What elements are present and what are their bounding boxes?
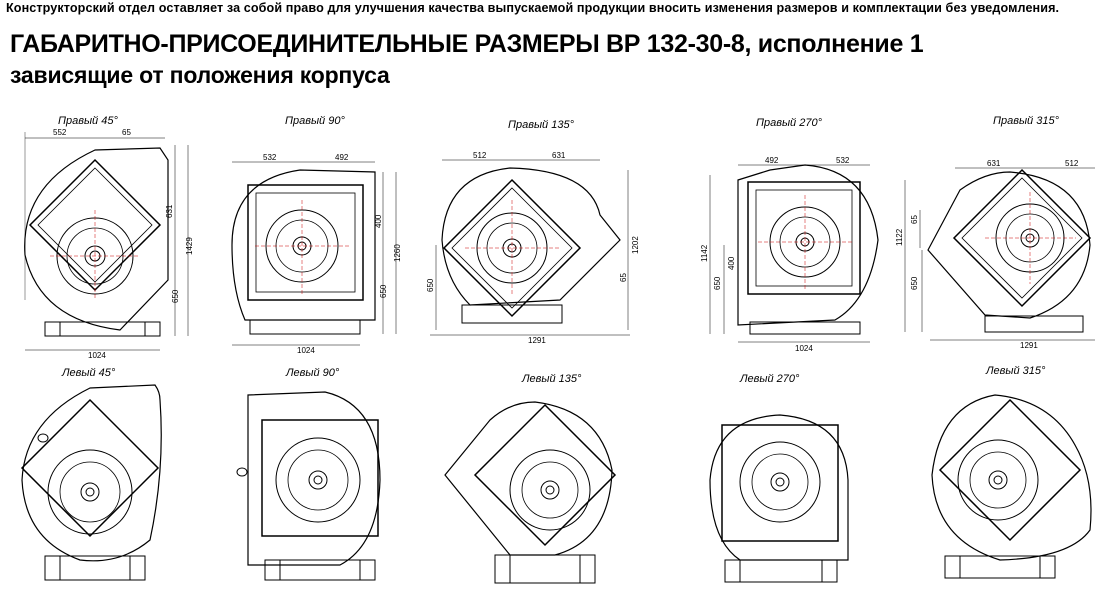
fan-drawing-left-315: Левый 315°: [931, 365, 1092, 579]
dimension-label: 650: [713, 276, 722, 290]
page-title: ГАБАРИТНО-ПРИСОЕДИНИТЕЛЬНЫЕ РАЗМЕРЫ ВР 1…: [10, 30, 924, 58]
position-label: Левый 315°: [985, 365, 1046, 377]
dimension-label: 1024: [297, 346, 315, 355]
dimension-label: 1202: [631, 236, 640, 254]
fan-drawing-left-45: Левый 45°: [20, 367, 162, 581]
dimension-label: 492: [335, 153, 349, 162]
dimension-label: 650: [171, 289, 180, 303]
position-label: Правый 45°: [58, 115, 118, 127]
dimension-label: 1024: [795, 344, 813, 353]
dimension-label: 1291: [528, 336, 546, 345]
dimension-label: 1142: [700, 244, 709, 262]
fan-drawing-right-45: Правый 45° 552 65 631 1429 650 1024: [24, 115, 194, 360]
dimension-label: 650: [379, 284, 388, 298]
dimension-label: 1429: [185, 237, 194, 255]
dimension-label: 1291: [1020, 341, 1038, 350]
position-label: Левый 135°: [521, 373, 582, 385]
dimension-label: 400: [727, 256, 736, 270]
fan-drawing-left-90: Левый 90°: [236, 367, 381, 581]
dimension-label: 650: [426, 278, 435, 292]
dimension-label: 512: [473, 151, 487, 160]
position-label: Левый 45°: [61, 367, 116, 379]
fan-drawing-right-135: Правый 135° 512 631 650 1202 65 1291: [426, 119, 640, 345]
position-label: Правый 270°: [756, 117, 823, 129]
disclaimer-text: Конструкторский отдел оставляет за собой…: [6, 1, 1060, 15]
dimension-label: 65: [910, 215, 919, 224]
dimension-label: 631: [552, 151, 566, 160]
dimension-label: 631: [987, 159, 1001, 168]
position-label: Правый 135°: [508, 119, 575, 131]
fan-drawing-right-90: Правый 90° 532 492 400 1260 650 1024: [231, 115, 402, 355]
page-subtitle: зависящие от положения корпуса: [10, 62, 390, 88]
fan-drawing-left-270: Левый 270°: [709, 373, 849, 583]
dimension-label: 532: [263, 153, 277, 162]
dimension-label: 631: [165, 204, 174, 218]
dimension-label: 650: [910, 276, 919, 290]
dimension-label: 532: [836, 156, 850, 165]
fan-drawing-left-135: Левый 135°: [444, 373, 617, 584]
dimension-label: 1260: [393, 244, 402, 262]
dimension-label: 1024: [88, 351, 106, 360]
position-label: Левый 90°: [285, 367, 340, 379]
position-label: Правый 315°: [993, 115, 1060, 127]
fan-drawing-right-270: Правый 270° 492 532 1142 650 400 1024: [700, 117, 879, 353]
position-label: Правый 90°: [285, 115, 345, 127]
dimension-label: 1122: [895, 228, 904, 246]
dimension-label: 400: [374, 214, 383, 228]
position-label: Левый 270°: [739, 373, 800, 385]
dimension-label: 65: [619, 273, 628, 282]
dimension-label: 492: [765, 156, 779, 165]
fan-drawing-right-315: Правый 315° 631 512 1122 65 650 1291: [895, 115, 1095, 350]
dimension-label: 552: [53, 128, 67, 137]
dimension-label: 512: [1065, 159, 1079, 168]
dimension-label: 65: [122, 128, 131, 137]
